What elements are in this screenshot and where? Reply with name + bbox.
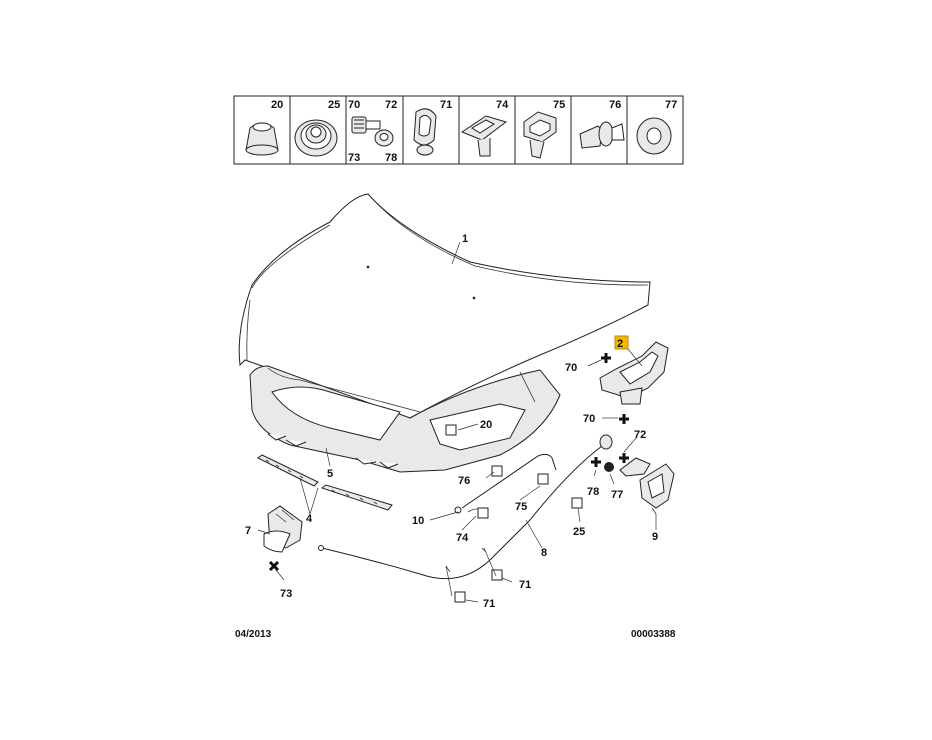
- label-release-handle: 9: [652, 531, 658, 543]
- bonnet-lock: [263, 505, 303, 553]
- cell-label-70: 70: [348, 99, 360, 111]
- part-labels: 1 2 70 70 20 5 4 7 73 10 74 76 75 8 71 7…: [245, 233, 658, 610]
- label-cable-clip-upper: 71: [519, 579, 531, 591]
- leader-lines: [257, 241, 657, 603]
- cell-label-25: 25: [328, 99, 340, 111]
- label-lock: 7: [245, 525, 251, 537]
- label-bonnet: 1: [462, 233, 468, 245]
- label-insulation: 5: [327, 468, 333, 480]
- cell-label-72: 72: [385, 99, 397, 111]
- bonnet-hinge: [599, 341, 669, 405]
- cell-label-75: 75: [553, 99, 565, 111]
- release-handle-group: [599, 434, 675, 515]
- seal-strips: [257, 454, 393, 511]
- label-handle-nut-a: 78: [587, 486, 599, 498]
- fastener-strip: 20 25 70 72 73 78 71: [233, 95, 684, 165]
- cell-label-71: 71: [440, 99, 452, 111]
- label-handle-screw: 72: [634, 429, 646, 441]
- cell-label-76: 76: [609, 99, 621, 111]
- label-hinge-screw-lower: 70: [583, 413, 595, 425]
- release-cable: [318, 445, 603, 580]
- rod-clip-icon: [460, 115, 508, 157]
- cell-label-78: 78: [385, 152, 397, 164]
- rubber-bump-stop-icon: [245, 122, 279, 156]
- label-cable-clip-lower: 71: [483, 598, 495, 610]
- bracket-clip-icon: [523, 111, 557, 159]
- cell-label-74: 74: [496, 99, 509, 111]
- label-lock-screw: 73: [280, 588, 292, 600]
- label-rod-holder-top: 76: [458, 475, 470, 487]
- bonnet-inner-frame: [249, 365, 561, 473]
- label-bump-stop: 20: [480, 419, 492, 431]
- push-rivet-icon: [579, 121, 625, 149]
- cross-markers: [268, 353, 629, 572]
- label-rod-holder-bracket: 75: [515, 501, 527, 513]
- callout-markers: [445, 335, 629, 603]
- bellows-grommet-icon: [294, 119, 338, 157]
- label-seals: 4: [306, 513, 313, 525]
- footer-date: 04/2013: [235, 629, 272, 640]
- label-handle-nut-b: 77: [611, 489, 623, 501]
- label-stay-rod: 10: [412, 515, 424, 527]
- label-hinge: 2: [617, 338, 623, 350]
- label-hinge-screw-upper: 70: [565, 362, 577, 374]
- hinge-highlight-box: [614, 335, 629, 350]
- cell-label-77: 77: [665, 99, 677, 111]
- footer-reference: 00003388: [631, 629, 676, 640]
- flat-washer-icon: [636, 117, 672, 155]
- cell-label-73: 73: [348, 152, 360, 164]
- cable-clip-icon: [413, 108, 437, 156]
- label-release-cable: 8: [541, 547, 547, 559]
- bonnet-panel: [238, 193, 651, 419]
- label-grommet: 25: [573, 526, 585, 538]
- cell-label-20: 20: [271, 99, 283, 111]
- label-rod-clip: 74: [456, 532, 469, 544]
- screw-and-washer-icon: [351, 116, 394, 147]
